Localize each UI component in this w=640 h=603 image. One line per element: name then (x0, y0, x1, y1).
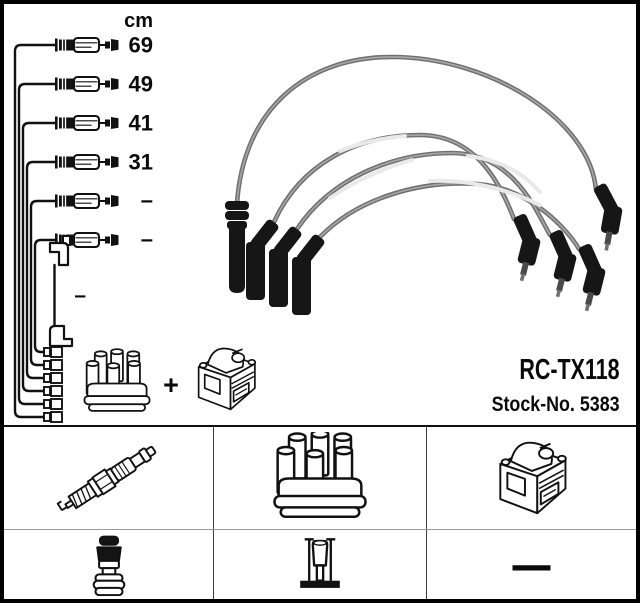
unit-header-label: cm (124, 10, 153, 32)
product-photo (225, 54, 627, 315)
grid-cell-empty: — (512, 535, 551, 594)
cable-sleeve (338, 134, 407, 153)
wire-length-2: 49 (129, 72, 153, 97)
wire-length-4: 31 (129, 150, 153, 175)
wire-connector-5 (53, 192, 120, 210)
stock-number: Stock-No. 5383 (492, 393, 620, 416)
schematic-wire-5 (29, 199, 57, 367)
wire-length-6: – (141, 227, 153, 252)
schematic-wire-1 (13, 43, 57, 419)
straight-boot (225, 201, 249, 293)
cable-sleeve (428, 178, 542, 207)
distributor-cap-icon (273, 431, 367, 518)
schematic-wire-4 (25, 160, 57, 380)
terminal-boot-icon (534, 226, 583, 300)
cable-highlight (236, 56, 597, 205)
ignition-coil-icon (498, 441, 567, 515)
distributor-terminal-icon (299, 538, 341, 590)
wire-connector-3 (53, 114, 120, 132)
coil-wire-symbol (48, 235, 74, 348)
terminal-boot-icon (582, 180, 627, 252)
part-number-block: RC-TX118 Stock-No. 5383 (469, 354, 620, 416)
top-section: cm 69 49 41 31 – – – + (4, 4, 636, 425)
wire-length-1: 69 (129, 33, 153, 58)
mini-plug-icon (43, 411, 63, 423)
diagram-canvas: cm 69 49 41 31 – – – + (13, 10, 627, 423)
included-parts-grid: — (4, 425, 636, 599)
wire-length-schematic: cm 69 49 41 31 – – – + (13, 10, 257, 423)
terminal-boot-icon (498, 210, 547, 284)
cable-highlight (296, 152, 551, 236)
grid-cell-spark-plug (4, 427, 213, 529)
grid-cell-ignition-coil (427, 427, 636, 529)
wire-connector-2 (53, 75, 120, 93)
distributor-cap-icon (83, 347, 151, 412)
cable-highlight (273, 134, 515, 223)
mini-plug-icon (43, 398, 63, 410)
wire-connector-1 (53, 36, 120, 54)
mini-plug-icon (43, 385, 63, 397)
cable-sleeve (328, 158, 414, 200)
spark-plug-terminal-icon (92, 535, 125, 596)
mini-plug-icon (43, 372, 63, 384)
grid-cell-distributor-terminal (213, 530, 427, 599)
grid-cell-plug-terminal (4, 530, 213, 599)
cable-1 (234, 54, 599, 207)
grid-cell-distributor-cap (213, 427, 427, 529)
wire-connector-4 (53, 153, 120, 171)
wire-length-5: – (141, 188, 153, 213)
angled-boot-icon (292, 233, 326, 315)
mini-plug-icon (43, 346, 63, 358)
spark-plug-icon (54, 440, 160, 519)
schematic-wire-3 (21, 121, 57, 393)
part-number: RC-TX118 (519, 354, 620, 386)
coil-wire-length: – (74, 284, 86, 307)
schematic-wire-6 (33, 238, 57, 354)
cable-sleeve (466, 154, 542, 194)
plus-sign: + (163, 370, 179, 400)
grid-row-2: — (4, 530, 636, 599)
ignition-coil-icon (197, 347, 257, 411)
wire-length-3: 41 (129, 111, 153, 136)
mini-plug-icon (43, 359, 63, 371)
grid-row-1 (4, 427, 636, 530)
schematic-wire-2 (17, 82, 57, 406)
